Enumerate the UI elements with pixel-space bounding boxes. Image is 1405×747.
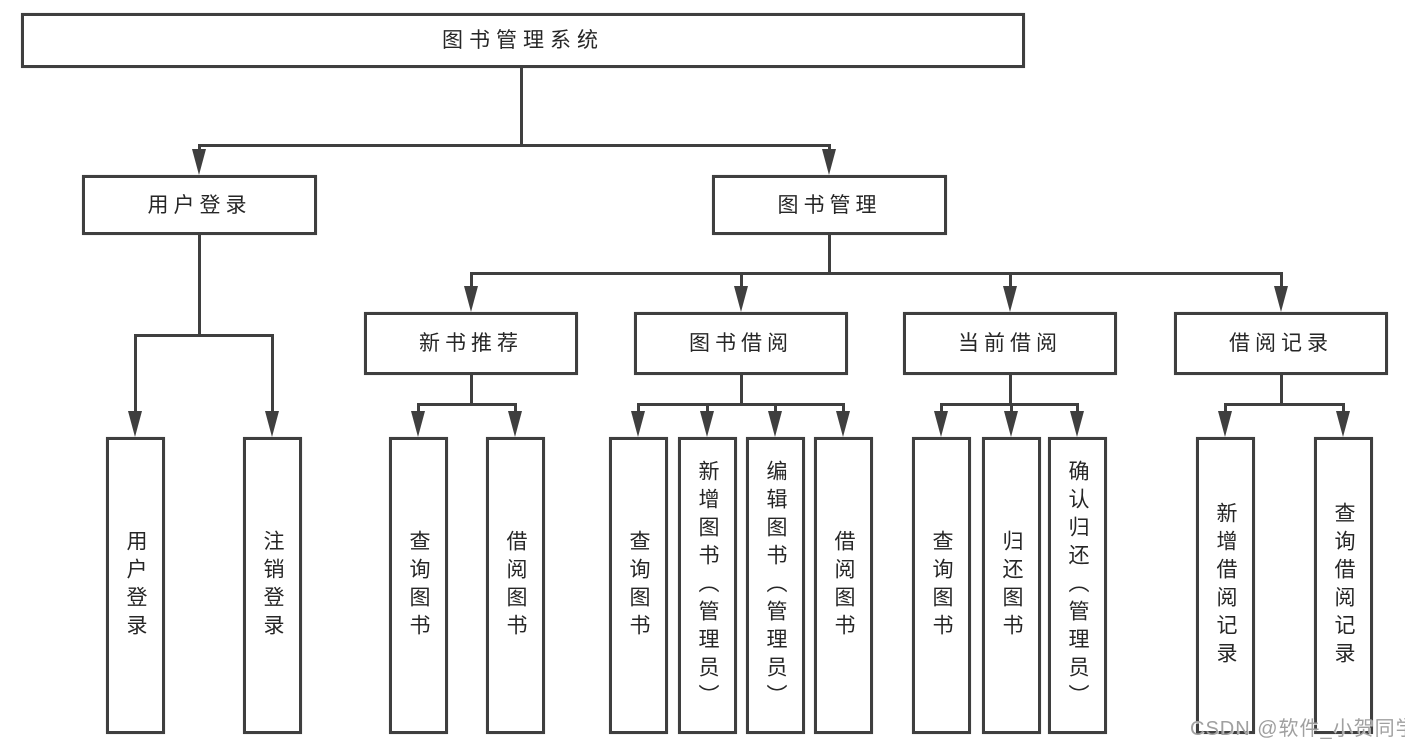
- connector-line: [1342, 403, 1345, 414]
- connector-line: [134, 334, 137, 413]
- down-arrowhead-icon: [934, 411, 948, 437]
- connector-line: [470, 272, 473, 288]
- connector-line: [417, 403, 517, 406]
- down-arrowhead-icon: [700, 411, 714, 437]
- down-arrowhead-icon: [1218, 411, 1232, 437]
- node-borrowing-records: 借阅记录: [1174, 312, 1388, 375]
- leaf-current-return-book: 归还图书: [982, 437, 1041, 734]
- connector-line: [1280, 272, 1283, 288]
- down-arrowhead-icon: [128, 411, 142, 437]
- node-library-management-system: 图书管理系统: [21, 13, 1025, 68]
- node-label: 图书管理: [777, 193, 882, 217]
- down-arrowhead-icon: [631, 411, 645, 437]
- node-book-management: 图书管理: [712, 175, 947, 235]
- down-arrowhead-icon: [768, 411, 782, 437]
- node-new-book-recommendation: 新书推荐: [364, 312, 578, 375]
- connector-line: [198, 233, 201, 336]
- leaf-label: 用户登录: [124, 529, 147, 642]
- connector-line: [774, 403, 777, 414]
- leaf-borrowing-borrow-book: 借阅图书: [814, 437, 873, 734]
- down-arrowhead-icon: [1274, 286, 1288, 312]
- connector-line: [706, 403, 709, 414]
- down-arrowhead-icon: [1336, 411, 1350, 437]
- leaf-recommend-borrow-book: 借阅图书: [486, 437, 545, 734]
- connector-line: [1224, 403, 1227, 414]
- connector-line: [828, 144, 831, 152]
- connector-line: [514, 403, 517, 414]
- node-current-borrowing: 当前借阅: [903, 312, 1117, 375]
- connector-line: [134, 334, 274, 337]
- leaf-label: 查询图书: [627, 529, 650, 642]
- down-arrowhead-icon: [1003, 286, 1017, 312]
- leaf-label: 查询图书: [930, 529, 953, 642]
- node-label: 用户登录: [147, 193, 252, 217]
- leaf-current-query-book: 查询图书: [912, 437, 971, 734]
- connector-line: [470, 272, 1282, 275]
- connector-line: [1076, 403, 1079, 414]
- connector-line: [740, 272, 743, 288]
- down-arrowhead-icon: [265, 411, 279, 437]
- connector-line: [1009, 272, 1012, 288]
- connector-line: [271, 334, 274, 413]
- down-arrowhead-icon: [1004, 411, 1018, 437]
- connector-line: [417, 403, 420, 414]
- connector-line: [637, 403, 640, 414]
- leaf-current-confirm-return-admin: 确认归还（管理员）: [1048, 437, 1107, 734]
- leaf-label: 确认归还（管理员）: [1066, 459, 1089, 712]
- down-arrowhead-icon: [192, 149, 206, 175]
- leaf-borrowing-query-book: 查询图书: [609, 437, 668, 734]
- connector-line: [198, 144, 201, 152]
- leaf-borrowing-edit-book-admin: 编辑图书（管理员）: [746, 437, 805, 734]
- down-arrowhead-icon: [508, 411, 522, 437]
- leaf-user-login: 用户登录: [106, 437, 165, 734]
- connector-line: [828, 233, 831, 274]
- down-arrowhead-icon: [836, 411, 850, 437]
- leaf-recommend-query-book: 查询图书: [389, 437, 448, 734]
- leaf-label: 编辑图书（管理员）: [764, 459, 787, 712]
- connector-line: [637, 403, 845, 406]
- leaf-label: 借阅图书: [504, 529, 527, 642]
- leaf-label: 新增图书（管理员）: [696, 459, 719, 712]
- connector-line: [940, 403, 943, 414]
- leaf-label: 借阅图书: [832, 529, 855, 642]
- csdn-watermark: CSDN @软件_小贺同学: [1190, 718, 1405, 740]
- node-book-borrowing: 图书借阅: [634, 312, 848, 375]
- connector-line: [198, 144, 831, 147]
- leaf-borrowing-add-book-admin: 新增图书（管理员）: [678, 437, 737, 734]
- node-label: 新书推荐: [419, 332, 523, 355]
- leaf-label: 注销登录: [261, 529, 284, 642]
- connector-line: [1224, 403, 1345, 406]
- leaf-label: 查询借阅记录: [1332, 501, 1355, 670]
- leaf-records-query-borrow-record: 查询借阅记录: [1314, 437, 1373, 734]
- connector-line: [1009, 373, 1012, 406]
- leaf-label: 新增借阅记录: [1214, 501, 1237, 670]
- leaf-logout: 注销登录: [243, 437, 302, 734]
- node-user-login: 用户登录: [82, 175, 317, 235]
- down-arrowhead-icon: [411, 411, 425, 437]
- down-arrowhead-icon: [1070, 411, 1084, 437]
- node-label: 图书管理系统: [442, 29, 604, 52]
- connector-line: [940, 403, 1079, 406]
- down-arrowhead-icon: [734, 286, 748, 312]
- connector-line: [740, 373, 743, 406]
- node-label: 借阅记录: [1229, 332, 1333, 355]
- node-label: 图书借阅: [689, 332, 793, 355]
- leaf-label: 查询图书: [407, 529, 430, 642]
- leaf-label: 归还图书: [1000, 529, 1023, 642]
- connector-line: [1280, 373, 1283, 406]
- connector-line: [520, 66, 523, 146]
- node-label: 当前借阅: [958, 332, 1062, 355]
- connector-line: [470, 373, 473, 406]
- connector-line: [1010, 403, 1013, 414]
- connector-line: [842, 403, 845, 414]
- leaf-records-add-borrow-record: 新增借阅记录: [1196, 437, 1255, 734]
- down-arrowhead-icon: [464, 286, 478, 312]
- down-arrowhead-icon: [822, 149, 836, 175]
